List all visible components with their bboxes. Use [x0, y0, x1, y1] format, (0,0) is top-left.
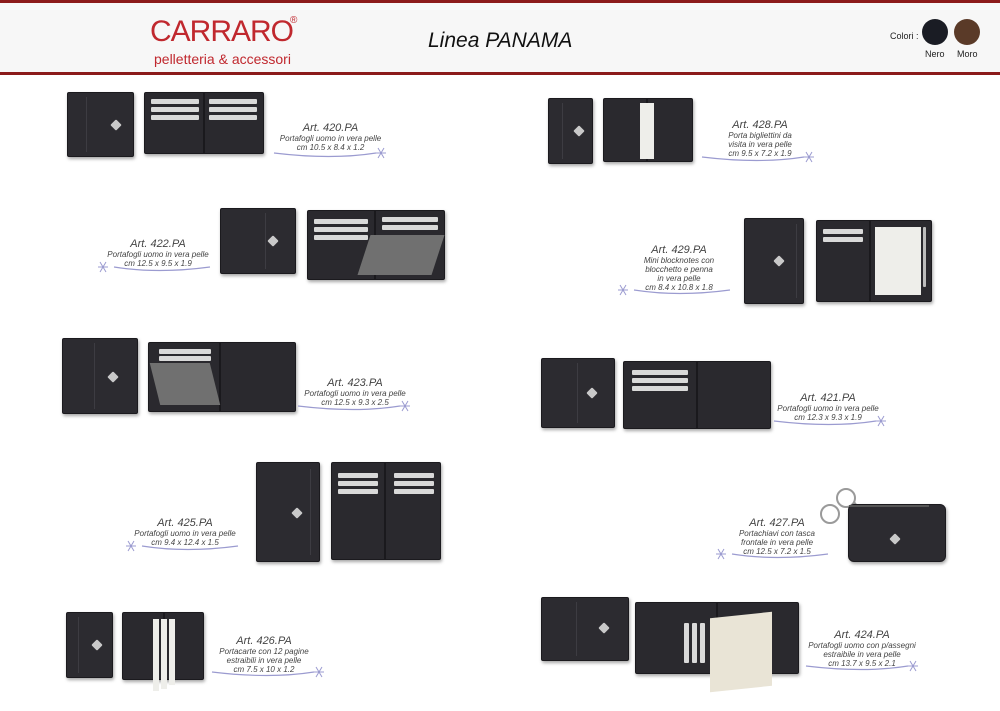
desc-line: Porta bigliettini da: [728, 131, 792, 140]
article-code: Art. 426.PA: [236, 635, 292, 647]
product-caption: Art. 421.PA Portafogli uomo in vera pell…: [770, 392, 886, 422]
brand-emblem-icon: [586, 387, 598, 399]
article-code: Art. 428.PA: [732, 119, 788, 131]
color-label-nero: Nero: [925, 49, 945, 59]
desc-line: cm 8.4 x 10.8 x 1.8: [645, 283, 713, 292]
swoosh-underline-icon: [126, 540, 239, 552]
key-pouch-image: [848, 504, 946, 562]
colors-label: Colori :: [890, 31, 919, 41]
wallet-closed-image: [62, 338, 138, 414]
brand-logo: CARRARO ® pelletteria & accessori: [150, 15, 310, 70]
brand-emblem-icon: [291, 507, 303, 519]
registered-mark: ®: [290, 15, 298, 26]
wallet-closed-image: [256, 462, 320, 562]
wallet-closed-image: [541, 597, 629, 661]
product-caption: Art. 428.PA Porta bigliettini da visita …: [702, 119, 818, 158]
product-caption: Art. 424.PA Portafogli uomo con p/assegn…: [804, 629, 920, 668]
brand-emblem-icon: [573, 125, 585, 137]
brand-emblem-icon: [91, 639, 103, 651]
wallet-open-image: [623, 361, 771, 429]
wallet-open-image: [635, 602, 799, 693]
swoosh-underline-icon: [701, 151, 814, 163]
desc-line: blocchetto e penna: [645, 265, 713, 274]
line-title: Linea PANAMA: [428, 29, 573, 52]
brand-name: CARRARO: [150, 15, 294, 48]
header-top-rule: [0, 0, 1000, 3]
brand-emblem-icon: [107, 371, 119, 383]
desc-line: cm 12.5 x 9.3 x 2.5: [321, 398, 389, 407]
desc-line: cm 12.3 x 9.3 x 1.9: [794, 413, 862, 422]
desc-line: cm 7.5 x 10 x 1.2: [233, 665, 295, 674]
brand-emblem-icon: [110, 119, 122, 131]
article-code: Art. 427.PA: [749, 517, 805, 529]
wallet-closed-image: [67, 92, 134, 157]
article-code: Art. 421.PA: [800, 392, 856, 404]
header-bar: CARRARO ® pelletteria & accessori Linea …: [0, 3, 1000, 73]
wallet-closed-image: [548, 98, 593, 164]
wallet-open-image: [122, 612, 204, 691]
brand-emblem-icon: [598, 622, 610, 634]
wallet-closed-image: [66, 612, 113, 678]
color-swatch-nero: [922, 19, 948, 45]
desc-line: cm 12.5 x 9.5 x 1.9: [124, 259, 192, 268]
product-caption: Art. 427.PA Portachiavi con tasca fronta…: [722, 517, 832, 556]
desc-line: frontale in vera pelle: [740, 538, 814, 547]
desc-line: cm 9.4 x 12.4 x 1.5: [151, 538, 219, 547]
desc-line: Portafogli uomo in vera pelle: [279, 134, 382, 143]
swoosh-underline-icon: [211, 666, 324, 678]
desc-line: visita in vera pelle: [728, 140, 792, 149]
desc-line: cm 10.5 x 8.4 x 1.2: [296, 143, 365, 152]
desc-line: Mini blocknotes con: [643, 256, 715, 265]
article-code: Art. 420.PA: [302, 122, 359, 134]
color-label-moro: Moro: [957, 49, 978, 59]
desc-line: cm 12.5 x 7.2 x 1.5: [743, 547, 811, 556]
swoosh-underline-icon: [618, 284, 731, 296]
article-code: Art. 424.PA: [834, 629, 890, 641]
desc-line: Portafogli uomo in vera pelle: [134, 529, 236, 538]
desc-line: cm 13.7 x 9.5 x 2.1: [828, 659, 896, 668]
article-code: Art. 425.PA: [157, 517, 213, 529]
desc-line: Portafogli uomo in vera pelle: [777, 404, 879, 413]
wallet-open-image: [148, 342, 296, 412]
product-caption: Art. 429.PA Mini blocknotes con blocchet…: [630, 244, 728, 292]
desc-line: Portacarte con 12 pagine: [219, 647, 309, 656]
header-bottom-rule: [0, 72, 1000, 75]
desc-line: estraibili in vera pelle: [226, 656, 302, 665]
product-caption: Art. 425.PA Portafogli uomo in vera pell…: [126, 517, 244, 547]
product-caption: Art. 423.PA Portafogli uomo in vera pell…: [296, 377, 414, 407]
swoosh-underline-icon: [98, 261, 211, 273]
wallet-closed-image: [541, 358, 615, 428]
product-caption: Art. 420.PA Portafogli uomo in vera pell…: [268, 122, 393, 152]
wallet-closed-image: [744, 218, 804, 304]
swoosh-underline-icon: [297, 400, 410, 412]
brand-emblem-icon: [267, 235, 279, 247]
product-caption: Art. 426.PA Portacarte con 12 pagine est…: [212, 635, 316, 674]
brand-emblem-icon: [889, 533, 901, 545]
swoosh-underline-icon: [716, 548, 829, 560]
wallet-open-image: [331, 462, 441, 560]
wallet-open-image: [816, 220, 932, 302]
wallet-open-image: [603, 98, 693, 162]
article-code: Art. 423.PA: [327, 377, 383, 389]
wallet-open-image: [144, 92, 264, 154]
wallet-closed-image: [220, 208, 296, 274]
desc-line: Portafogli uomo in vera pelle: [304, 389, 406, 398]
article-code: Art. 422.PA: [130, 238, 186, 250]
swoosh-underline-icon: [773, 415, 886, 427]
brand-tagline: pelletteria & accessori: [154, 51, 291, 67]
product-caption: Art. 422.PA Portafogli uomo in vera pell…: [98, 238, 218, 268]
brand-emblem-icon: [773, 255, 785, 267]
desc-line: Portafogli uomo in vera pelle: [107, 250, 209, 259]
desc-line: Portachiavi con tasca: [738, 529, 816, 538]
desc-line: estraibile in vera pelle: [823, 650, 901, 659]
desc-line: cm 9.5 x 7.2 x 1.9: [728, 149, 792, 158]
article-code: Art. 429.PA: [651, 244, 707, 256]
wallet-open-image: [307, 210, 445, 280]
color-swatch-moro: [954, 19, 980, 45]
desc-line: in vera pelle: [657, 274, 701, 283]
swoosh-underline-icon: [273, 147, 386, 159]
desc-line: Portafogli uomo con p/assegni: [808, 641, 916, 650]
swoosh-underline-icon: [805, 660, 918, 672]
